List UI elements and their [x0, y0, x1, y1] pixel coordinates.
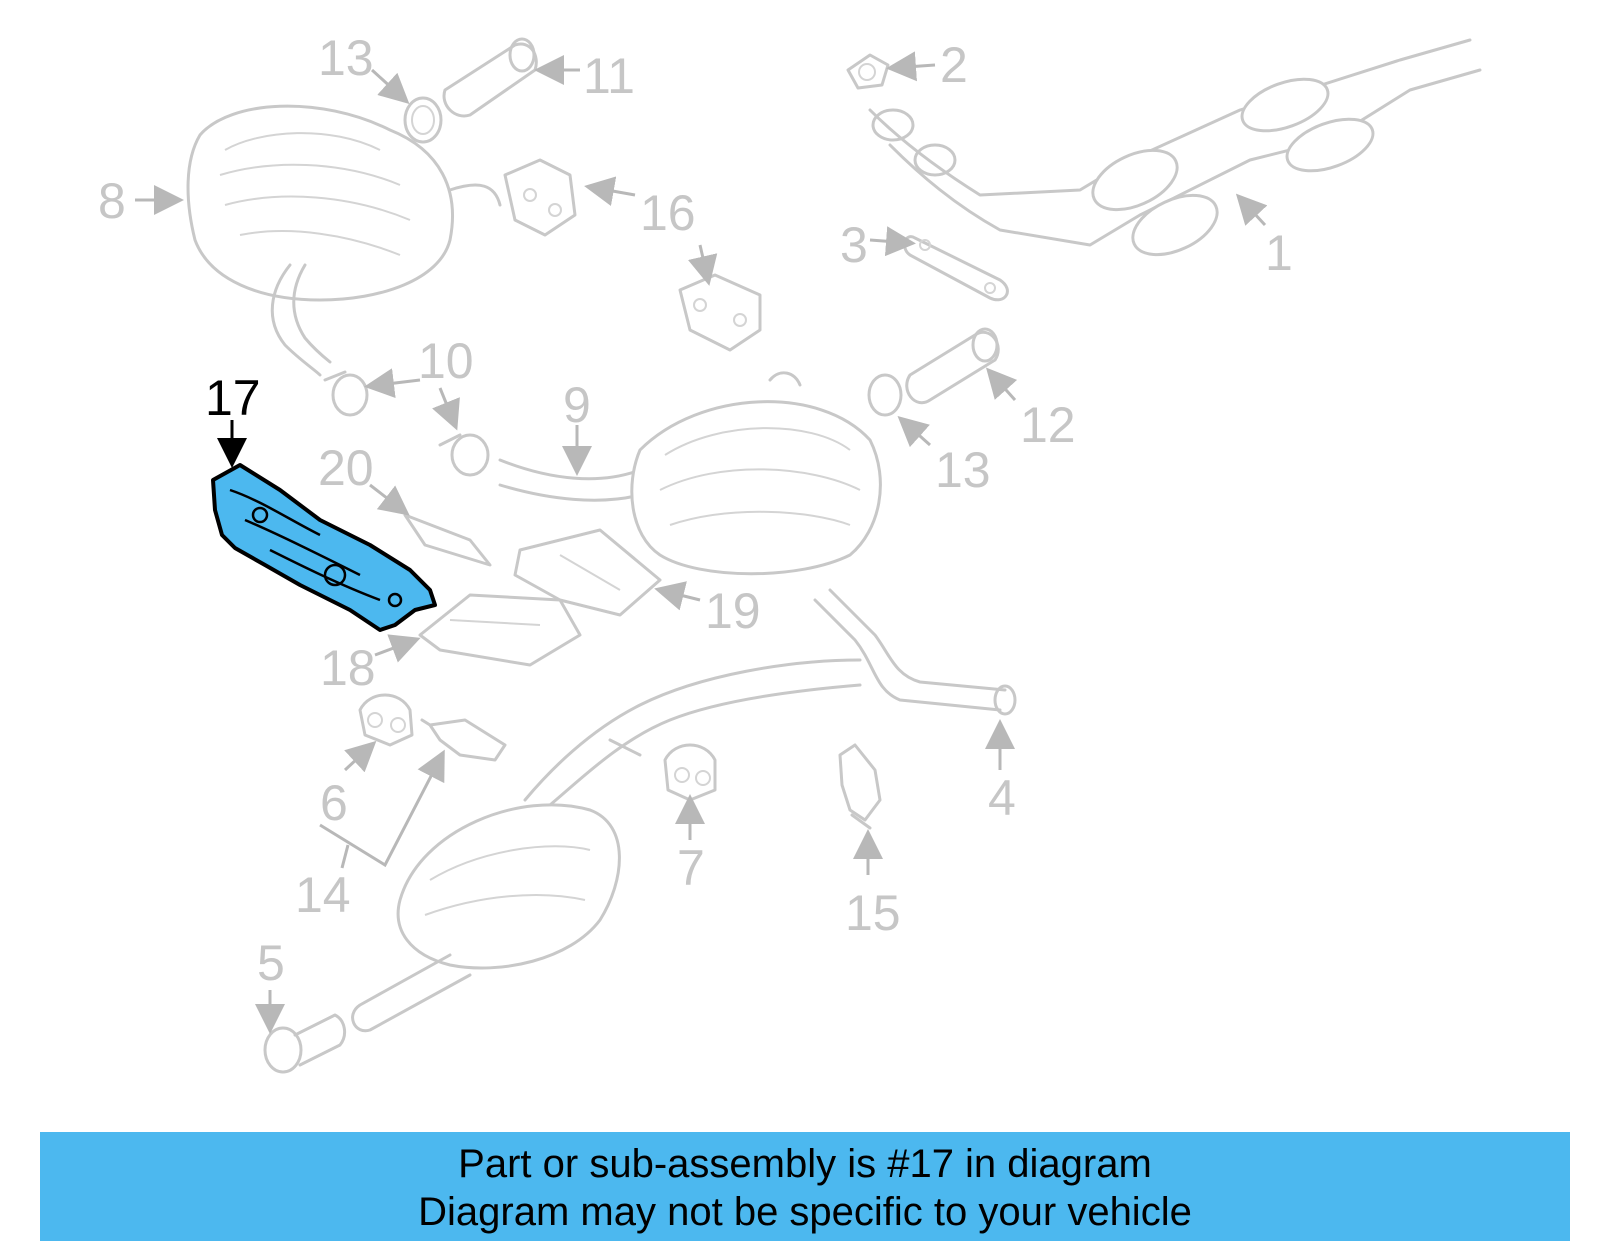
callout-18: 18	[320, 640, 376, 696]
part-20-heat-shield-small	[403, 513, 492, 567]
caption-disclaimer: Diagram may not be specific to your vehi…	[418, 1190, 1192, 1234]
callout-11: 11	[583, 48, 635, 104]
part-16-hanger-upper	[503, 158, 577, 237]
part-15-bracket	[838, 743, 882, 830]
part-7-hanger	[608, 738, 717, 802]
part-11-tailpipe-top	[442, 37, 538, 118]
callout-20: 20	[318, 440, 374, 496]
part-2-gasket	[846, 53, 890, 90]
caption-part-number: Part or sub-assembly is #17 in diagram	[458, 1142, 1152, 1186]
callout-16: 16	[640, 185, 696, 241]
callout-15: 15	[845, 885, 901, 941]
part-12-tailpipe-right	[905, 327, 1000, 404]
callout-labels: 13 11 2 8 16 1 3 10 9 12 13 20 19 18 4 6…	[98, 30, 1293, 991]
callout-5: 5	[257, 935, 285, 991]
part-17-heat-shield-highlighted	[211, 463, 437, 632]
callout-4: 4	[988, 770, 1016, 826]
callout-9: 9	[563, 377, 591, 433]
callout-1: 1	[1265, 225, 1293, 281]
callout-3: 3	[840, 217, 868, 273]
callout-2: 2	[940, 37, 968, 93]
callout-6: 6	[320, 775, 348, 831]
part-14-bracket	[420, 718, 507, 762]
part-4-intermediate-pipe	[523, 588, 1017, 807]
callout-17-highlighted: 17	[205, 370, 261, 426]
callout-14: 14	[295, 867, 351, 923]
part-13-clamp-top	[403, 96, 443, 144]
callout-leaders	[135, 51, 1268, 1034]
callout-10: 10	[418, 333, 474, 389]
part-18-heat-shield	[418, 593, 582, 667]
part-19-heat-shield	[513, 528, 662, 617]
part-3-gasket-plate	[903, 235, 1009, 302]
callout-7: 7	[677, 840, 705, 896]
part-1-front-pipe	[868, 38, 1482, 257]
callout-12: 12	[1020, 397, 1076, 453]
part-8-rear-muffler	[186, 104, 502, 377]
part-5-rear-muffler-lower	[263, 803, 621, 1074]
caption-banner: Part or sub-assembly is #17 in diagram D…	[40, 1132, 1570, 1241]
callout-13-top: 13	[318, 30, 374, 86]
part-6-hanger	[358, 693, 414, 747]
callout-13-right: 13	[935, 442, 991, 498]
part-13-clamp-right	[867, 373, 903, 417]
callout-8: 8	[98, 173, 126, 229]
part-10-clamp-lower	[438, 433, 490, 477]
part-10-clamp-upper	[323, 370, 369, 417]
part-9-center-muffler	[498, 371, 882, 576]
part-16-hanger-lower	[678, 273, 762, 352]
callout-19: 19	[705, 583, 761, 639]
